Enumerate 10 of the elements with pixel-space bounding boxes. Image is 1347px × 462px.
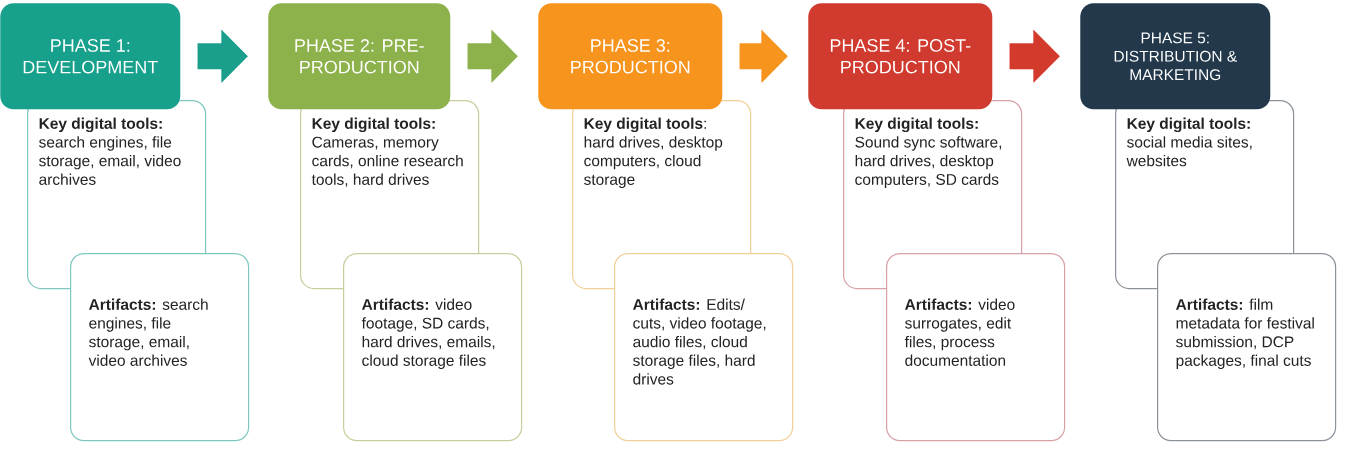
artifacts-box: Artifacts: video surrogates, edit files, process documentation — [886, 253, 1066, 442]
phase-header-box: PHASE 2: PRE-PRODUCTION — [268, 3, 451, 110]
artifacts-box: Artifacts: search engines, file storage, email, video archives — [70, 253, 250, 442]
phase-header-box: PHASE 5: DISTRIBUTION & MARKETING — [1080, 3, 1271, 110]
phase-header-box: PHASE 4: POST-PRODUCTION — [808, 3, 993, 110]
artifacts-box: Artifacts: video footage, SD cards, hard drives, emails, cloud storage files — [343, 253, 523, 442]
artifacts-box: Artifacts: Edits/ cuts, video footage, audio files, cloud storage files, hard drives — [614, 253, 794, 442]
phase-header-box: PHASE 3: PRODUCTION — [538, 3, 723, 110]
artifacts-box: Artifacts: film metadata for festival submission, DCP packages, final cuts — [1157, 253, 1337, 442]
phase-header-box: PHASE 1: DEVELOPMENT — [0, 3, 181, 110]
